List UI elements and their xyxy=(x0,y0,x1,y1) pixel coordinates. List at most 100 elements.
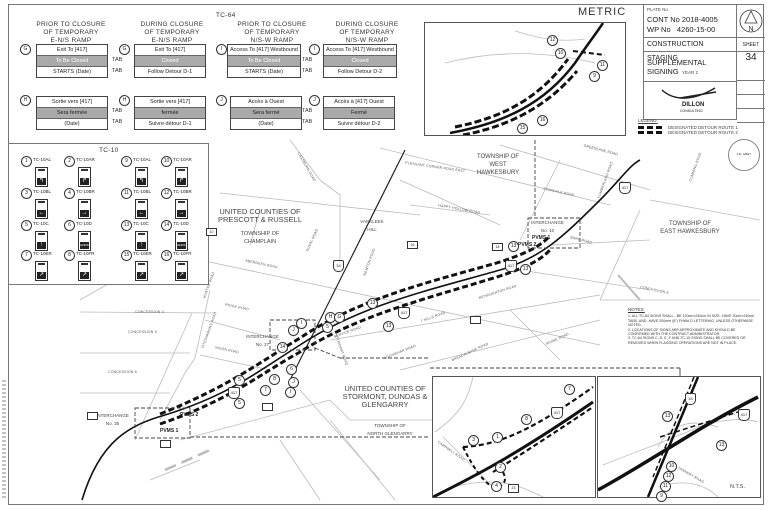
sign-marker: 9 xyxy=(589,71,600,82)
sign-marker: 5 xyxy=(234,398,245,409)
note-item: 1. ALL TC-64 SIGNS SHALL: -BE 120cm×240c… xyxy=(628,314,755,328)
sign-marker: I xyxy=(296,318,307,329)
tab-label: TAB xyxy=(112,108,123,114)
notes-title: NOTES: xyxy=(628,307,645,312)
company-sub: CONSULTING xyxy=(680,109,703,113)
pvms-1-label: PVMS 1 xyxy=(160,428,179,434)
sign-id-h: H xyxy=(20,95,31,106)
detour-sign-icon: ↗ xyxy=(78,261,91,281)
note-item: 3. TC-64 SIGNS C, D, E, F AND TC-10 SIGN… xyxy=(628,336,746,345)
sign-marker: 9 xyxy=(656,491,667,502)
tab-label: TAB xyxy=(302,57,313,63)
sign-marker: 11 xyxy=(660,481,671,492)
road-label: CONCESSION 4 xyxy=(135,310,164,314)
region-sdg: UNITED COUNTIES OF STORMONT, DUNDAS & GL… xyxy=(342,384,428,409)
pvms-1-label: PVMS 1 xyxy=(532,235,551,241)
tc64-title: TC-64 xyxy=(216,12,236,19)
interchange-35-label: INTERCHANGE No. 35 xyxy=(96,413,129,426)
sign-id-j: J xyxy=(309,95,320,106)
stage-label: CONSTRUCTION STAGING xyxy=(644,38,736,62)
highway-shield-icon xyxy=(87,412,98,420)
sign-id-h: H xyxy=(119,95,130,106)
sheet-label: SHEET xyxy=(736,38,765,52)
tc10-title: TC-10 xyxy=(99,147,119,154)
sign-marker: 14 xyxy=(277,342,288,353)
interchange-10-label: INTERCHANGE No. 10 xyxy=(531,220,564,233)
sign-marker: 7 xyxy=(564,384,575,395)
scale-note: N.T.S. xyxy=(730,484,745,490)
highway-shield-icon xyxy=(470,316,481,324)
detour-sign-icon: ↰ xyxy=(135,167,148,187)
north-arrow-icon: N xyxy=(739,9,763,33)
tab-label: TAB xyxy=(112,57,123,63)
cont-no: 2018-4005 xyxy=(681,15,718,24)
sheet-number: 34 xyxy=(736,52,765,67)
title-block: PLATE No CONT No 2018-4005 WP No 4260-15… xyxy=(643,4,765,123)
engineer-stamp-icon: J.E. GREY xyxy=(728,139,760,171)
detour-sign-icon: ↗ xyxy=(35,261,48,281)
sign-marker: 16 xyxy=(537,115,548,126)
legend: LEGEND: DESIGNATED DETOUR ROUTE 1 DESIGN… xyxy=(638,118,763,135)
tab-label: TAB xyxy=(112,119,123,125)
year-label: YEAR 2 xyxy=(682,70,699,75)
region-prescott-russell: UNITED COUNTIES OF PRESCOTT & RUSSELL xyxy=(217,207,303,224)
notes-block: NOTES: 1. ALL TC-64 SIGNS SHALL: -BE 120… xyxy=(628,307,758,345)
legend-item: DESIGNATED DETOUR ROUTE 1 xyxy=(638,125,763,130)
wp-no-label: WP No xyxy=(647,25,671,34)
sign-marker: 13 xyxy=(520,264,531,275)
detour-route-2-swatch xyxy=(638,131,662,134)
sign-id-i: I xyxy=(309,44,320,55)
sign-marker: 5 xyxy=(234,375,245,386)
highway-417-shield-icon: 417 xyxy=(505,260,517,272)
highway-34-shield-icon: 34 xyxy=(333,260,344,272)
sign-marker: 13 xyxy=(383,321,394,332)
road-label: CONCESSION 6 xyxy=(108,370,137,374)
legend-item: DESIGNATED DETOUR ROUTE 2 xyxy=(638,130,763,135)
sign-id-g: G xyxy=(20,44,31,55)
inset-map xyxy=(444,22,606,137)
sign-id-j: J xyxy=(216,95,227,106)
detour-sign-icon: ENDS xyxy=(175,231,188,251)
highway-417-shield-icon: 417 xyxy=(619,182,631,194)
detour-sign-icon: → xyxy=(175,199,188,219)
detour-sign-icon: ↑ xyxy=(35,231,48,251)
region-east-hawkesbury: TOWNSHIP OF EAST HAWKESBURY xyxy=(660,221,720,235)
sign-marker: G xyxy=(334,312,345,323)
drawing-title: SUPPLEMENTAL SIGNING xyxy=(647,58,707,76)
wp-no: 4260-15-00 xyxy=(676,25,716,34)
highway-417-shield-icon: 417 xyxy=(228,387,240,399)
highway-16-shield-icon: 16 xyxy=(407,241,418,249)
inset-map xyxy=(432,376,594,499)
legend-title: LEGEND: xyxy=(638,118,658,123)
sign-marker: 6 xyxy=(286,364,297,375)
inset-interchange-35: 7 8 1 3 2 4 417 23 CAMPBELL ROAD xyxy=(432,376,596,499)
tab-label: TAB xyxy=(302,119,313,125)
highway-23-shield-icon: 23 xyxy=(508,484,519,493)
tab-label: TAB xyxy=(112,68,123,74)
region-west-hawkesbury: TOWNSHIP OF WEST HAWKESBURY xyxy=(476,154,520,176)
highway-417-shield-icon: 417 xyxy=(398,307,410,319)
metric-label: METRIC xyxy=(578,6,627,18)
pvms-2-label: PVMS 2 xyxy=(518,242,537,248)
detour-sign-icon: ↰ xyxy=(35,167,48,187)
sign-marker: 15 xyxy=(517,123,528,134)
note-item: 2. LOCATIONS OF SIGNS ARE APPROXIMATE AN… xyxy=(628,327,736,337)
tab-label: TAB xyxy=(302,108,313,114)
detour-sign-icon: ↗ xyxy=(135,261,148,281)
detour-sign-icon: → xyxy=(78,199,91,219)
detour-sign-icon: ENDS xyxy=(78,231,91,251)
